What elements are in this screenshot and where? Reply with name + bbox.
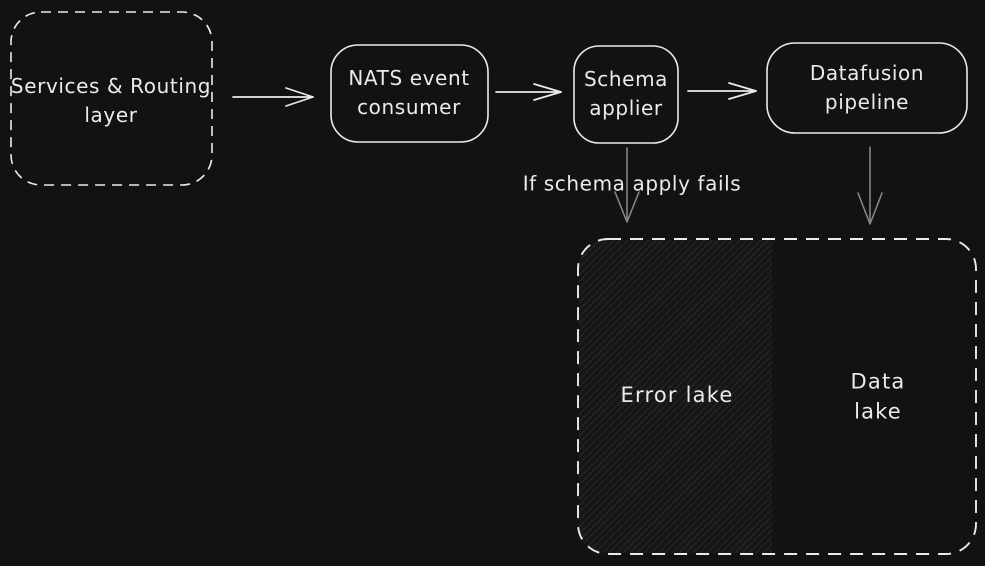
lakes-container-box — [577, 238, 977, 555]
arrow-schema-to-error-lake — [614, 147, 640, 223]
nats-consumer-label: NATS event consumer — [348, 66, 470, 119]
services-routing-label: Services & Routing layer — [10, 74, 212, 127]
arrow-schema-to-datafusion — [687, 82, 757, 100]
error-lake-hachure-fill — [579, 240, 772, 553]
schema-applier-box — [573, 45, 679, 144]
services-routing-box — [10, 11, 213, 186]
error-lake-label: Error lake — [620, 382, 734, 407]
arrow-services-to-nats — [232, 87, 314, 107]
nats-consumer-box — [330, 44, 489, 143]
schema-applier-label: Schema applier — [583, 67, 669, 120]
datafusion-pipeline-box — [766, 42, 968, 134]
arrow-datafusion-to-data-lake — [857, 146, 883, 225]
schema-fail-annotation: If schema apply fails — [522, 171, 742, 196]
datafusion-pipeline-label: Datafusion pipeline — [809, 61, 925, 114]
arrow-nats-to-schema — [495, 83, 562, 101]
data-lake-label: Data lake — [850, 369, 906, 424]
